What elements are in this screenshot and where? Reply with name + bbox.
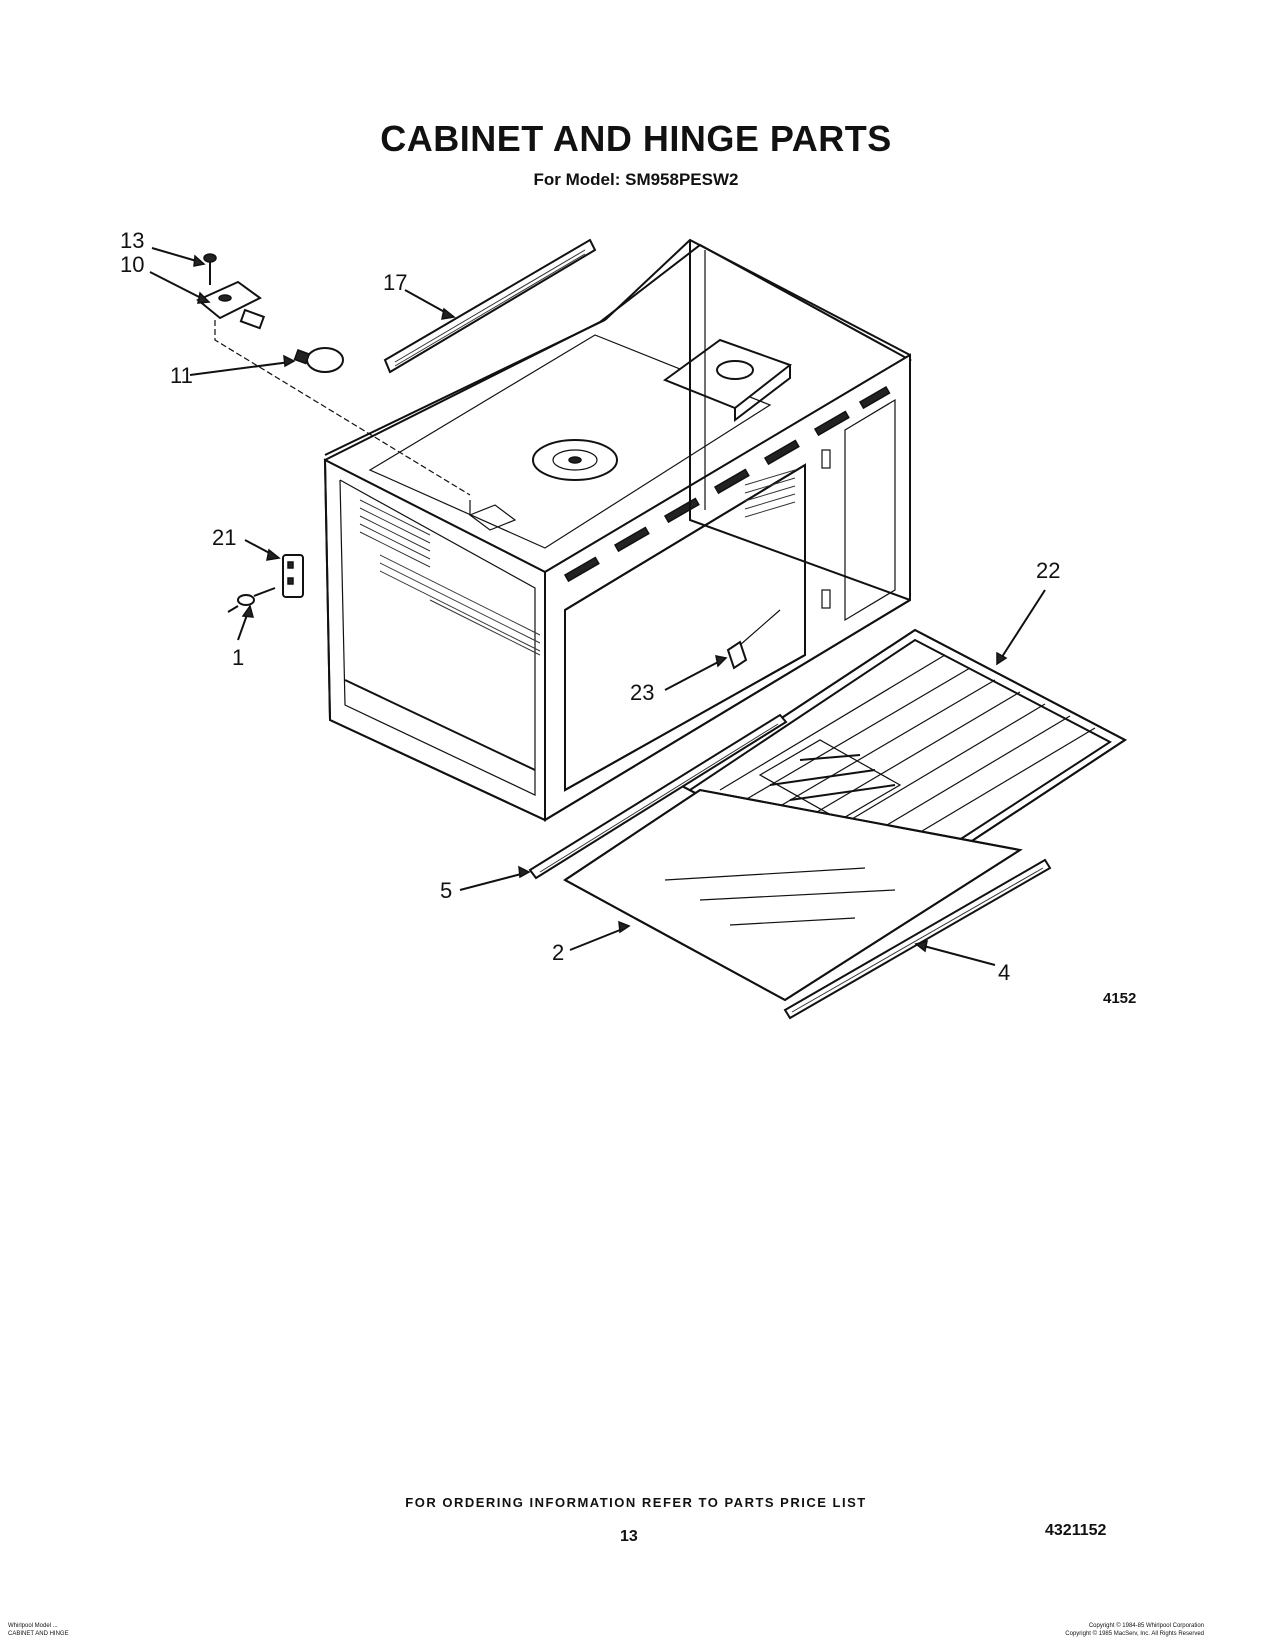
- part-11-bulb: [293, 347, 344, 373]
- callout-5: 5: [440, 878, 452, 903]
- part-4-bottom-rail: [783, 858, 1052, 1020]
- callout-4: 4: [998, 960, 1010, 985]
- part-23-bracket: [726, 609, 781, 670]
- model-line: For Model: SM958PESW2: [533, 170, 739, 189]
- leader-lines: [149, 247, 1046, 966]
- page-title: CABINET AND HINGE PARTS: [380, 118, 892, 159]
- cabinet-body: [323, 238, 913, 822]
- callout-23: 23: [630, 680, 654, 705]
- callout-21: 21: [212, 525, 236, 550]
- footer-right: Copyright © 1984-85 Whirlpool Corporatio…: [1065, 1622, 1204, 1638]
- part-17-trim-strip: [383, 238, 597, 374]
- footer-left-line-1: Whirlpool Model ...: [8, 1623, 58, 1629]
- part-13-screw: [203, 253, 217, 285]
- part-21-latch: [282, 554, 304, 598]
- copyright-line-1: Copyright © 1984-85 Whirlpool Corporatio…: [1088, 1623, 1204, 1629]
- document-number: 4321152: [1045, 1522, 1107, 1539]
- callout-17: 17: [383, 270, 407, 295]
- part-10-bracket: [196, 280, 266, 330]
- footer-left: Whirlpool Model ... CABINET AND HINGE: [8, 1622, 69, 1638]
- callout-11: 11: [170, 363, 193, 388]
- callout-22: 22: [1036, 558, 1060, 583]
- figure-number: 4152: [1103, 990, 1137, 1007]
- copyright-line-2: Copyright © 1985 MacServ, Inc. All Right…: [1065, 1631, 1204, 1637]
- callout-1: 1: [232, 645, 244, 670]
- part-2-glass-panel: [563, 788, 1023, 1002]
- page-number: 13: [620, 1528, 638, 1545]
- part-1-screw: [227, 587, 276, 613]
- callout-2: 2: [552, 940, 564, 965]
- part-5-hinge-rail: [528, 713, 788, 880]
- callout-13: 13: [120, 228, 144, 253]
- footer-left-line-2: CABINET AND HINGE: [8, 1631, 69, 1637]
- rear-vent-hatch: [744, 469, 796, 518]
- side-vent-hatch: [359, 499, 541, 656]
- callout-10: 10: [120, 252, 144, 277]
- ordering-note: FOR ORDERING INFORMATION REFER TO PARTS …: [405, 1495, 867, 1510]
